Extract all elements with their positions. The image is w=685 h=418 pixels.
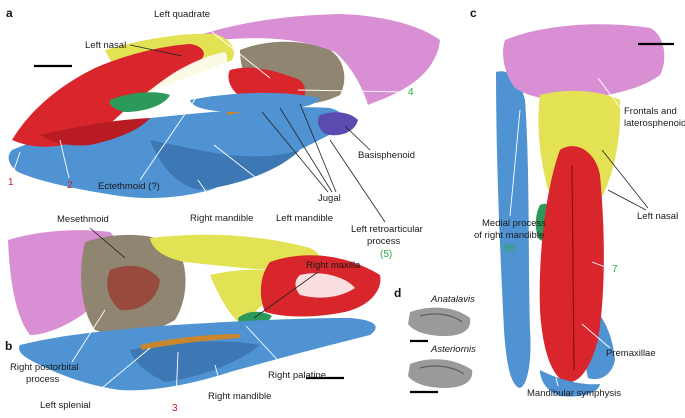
label-right-maxilla: Right maxilla bbox=[306, 260, 361, 271]
leader-num-7 bbox=[591, 261, 609, 269]
d-asteriornis-detail bbox=[419, 365, 465, 375]
leader-right-postorbital bbox=[71, 309, 106, 363]
leader-medial bbox=[509, 109, 521, 217]
leader-left-nasal-c bbox=[601, 149, 649, 211]
leader-mandibular-symphysis bbox=[555, 377, 559, 387]
label-left-quadrate: Left quadrate bbox=[154, 9, 210, 20]
label-num-2: 2 bbox=[67, 180, 73, 191]
panel-c-skull bbox=[496, 24, 665, 397]
label-ectethmoid: Ectethmoid (?) bbox=[98, 181, 160, 192]
a-ectethmoid bbox=[109, 92, 170, 112]
d-anatalavis-detail bbox=[419, 313, 463, 323]
label-right-mandible-a: Right mandible bbox=[190, 213, 253, 224]
label-num-3: 3 bbox=[172, 403, 178, 414]
panel-b-skull bbox=[8, 230, 381, 391]
leader-right-mandible-a bbox=[197, 179, 221, 213]
label-mandibular-symphysis: Mandibular symphysis bbox=[527, 388, 621, 399]
label-num-4: 4 bbox=[408, 87, 414, 98]
label-right-postorbital-2: process bbox=[26, 374, 60, 385]
label-left-nasal-c: Left nasal bbox=[637, 211, 678, 222]
label-premaxillae: Premaxillae bbox=[606, 348, 656, 359]
label-right-postorbital-1: Right postorbital bbox=[10, 362, 79, 373]
label-right-mandible-b: Right mandible bbox=[208, 391, 271, 402]
label-left-retro-1: Left retroarticular bbox=[351, 224, 423, 235]
a-orbit bbox=[140, 52, 228, 106]
label-left-mandible: Left mandible bbox=[276, 213, 333, 224]
leader-right-palatine bbox=[245, 325, 286, 369]
panel-label-b: b bbox=[5, 339, 12, 353]
c-premaxillae bbox=[539, 146, 604, 383]
label-anatalavis: Anatalavis bbox=[430, 294, 475, 305]
a-premaxilla-lower bbox=[40, 118, 150, 146]
leader-left-retro bbox=[329, 139, 386, 223]
a-basisphenoid bbox=[317, 112, 358, 136]
label-num-1: 1 bbox=[8, 177, 14, 188]
label-num-7: 7 bbox=[612, 264, 618, 275]
c-frontals bbox=[503, 24, 665, 101]
label-mesethmoid: Mesethmoid bbox=[57, 214, 109, 225]
b-splenial bbox=[140, 334, 240, 350]
label-frontals-2: laterosphenoid bbox=[624, 118, 685, 129]
c-symphysis bbox=[540, 370, 600, 397]
c-premaxillae-line bbox=[571, 164, 575, 371]
leader-right-mandible-b bbox=[214, 364, 223, 391]
leader-left-quadrate bbox=[197, 20, 271, 79]
panel-label-c: c bbox=[470, 6, 477, 20]
label-asteriornis: Asteriornis bbox=[430, 344, 476, 355]
leader-right-maxilla bbox=[253, 271, 319, 319]
panel-label-d: d bbox=[394, 286, 401, 300]
label-left-retro-num: (5) bbox=[380, 249, 392, 260]
b-braincase-red bbox=[107, 265, 160, 311]
leader-left-mandible bbox=[213, 144, 301, 213]
leader-num-2 bbox=[59, 139, 70, 179]
a-premaxilla bbox=[12, 44, 204, 147]
label-medial-2: of right mandible bbox=[474, 230, 544, 241]
leader-num-1 bbox=[11, 151, 21, 177]
leader-left-splenial bbox=[89, 347, 151, 399]
b-premaxilla-hole bbox=[295, 273, 355, 298]
leader-left-nasal-a bbox=[129, 44, 183, 57]
leader-basisphenoid bbox=[344, 125, 371, 151]
label-basisphenoid: Basisphenoid bbox=[358, 150, 415, 161]
label-medial-1: Medial process bbox=[482, 218, 546, 229]
leader-frontals bbox=[597, 77, 623, 111]
label-jugal: Jugal bbox=[318, 193, 341, 204]
a-pterygoid bbox=[190, 92, 320, 112]
a-frontals bbox=[200, 14, 440, 105]
leader-premaxillae bbox=[581, 323, 611, 349]
leader-mesethmoid bbox=[89, 227, 126, 259]
leader-num-4 bbox=[297, 89, 405, 93]
panel-a-skull bbox=[8, 14, 440, 198]
label-left-retro-2: process bbox=[367, 236, 401, 247]
label-medial-num: (6) bbox=[503, 243, 515, 254]
a-mandible-shade bbox=[150, 140, 300, 190]
d-asteriornis-skull bbox=[408, 359, 473, 388]
label-right-palatine: Right palatine bbox=[268, 370, 326, 381]
leader-jugal bbox=[261, 103, 337, 193]
panel-label-a: a bbox=[6, 6, 13, 20]
c-mandible bbox=[496, 71, 531, 389]
b-mandible-shade bbox=[130, 341, 260, 382]
label-left-nasal-a: Left nasal bbox=[85, 40, 126, 51]
label-frontals-1: Frontals and bbox=[624, 106, 677, 117]
leader-num-3 bbox=[175, 351, 179, 401]
label-left-splenial: Left splenial bbox=[40, 400, 91, 411]
leader-ectethmoid bbox=[139, 91, 201, 181]
